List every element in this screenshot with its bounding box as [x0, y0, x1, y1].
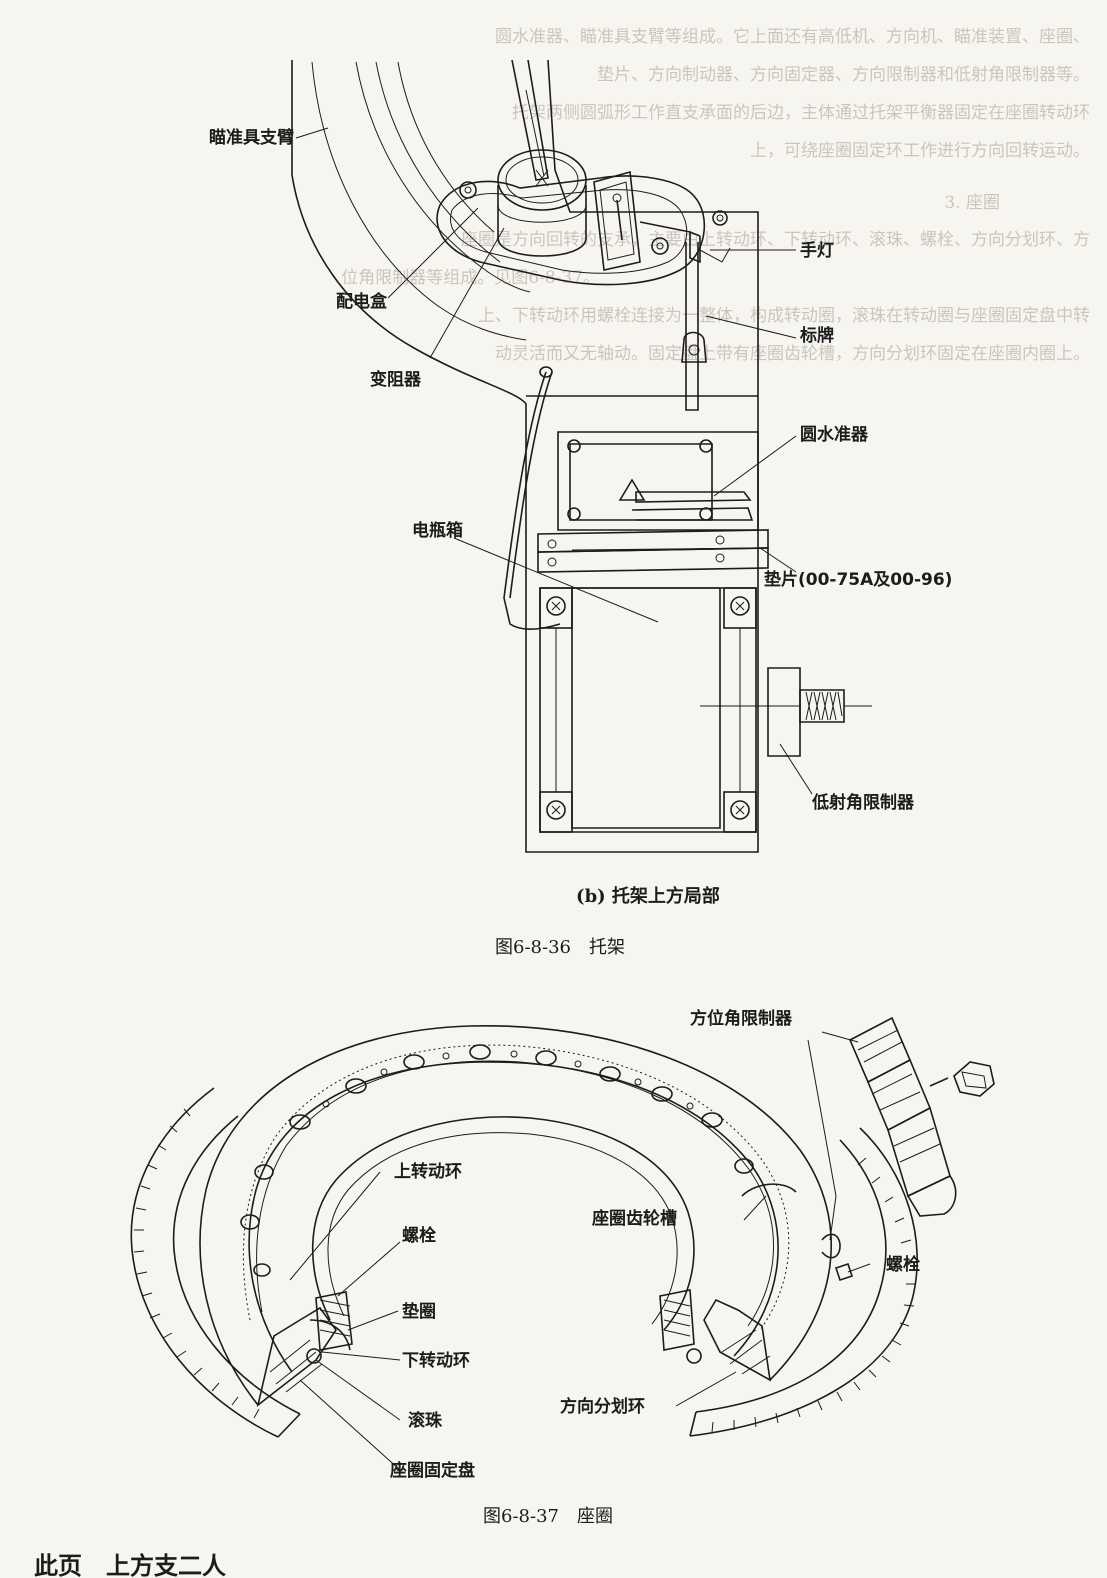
label-ball: 滚珠: [408, 1410, 443, 1431]
bleed-through-text: 圆水准器、瞄准具支臂等组成。它上面还有高低机、方向机、瞄准装置、座圈、 垫片、方…: [341, 27, 1090, 364]
label-low-angle-limiter: 低射角限制器: [811, 792, 915, 813]
figure-37-leaders: [289, 1031, 871, 1471]
scale-ticks-left: [133, 1108, 260, 1419]
label-nameplate: 标牌: [800, 325, 834, 346]
rheostat-drum: [497, 149, 587, 257]
label-race-fixed-plate: 座圈固定盘: [390, 1460, 475, 1481]
label-lower-ring: 下转动环: [402, 1350, 470, 1371]
right-section-cut: [659, 1289, 772, 1382]
label-rheostat: 变阻器: [370, 369, 422, 390]
figure-37-drawing: [130, 1016, 995, 1438]
label-race-gear-slot: 座圈齿轮槽: [592, 1208, 677, 1229]
label-junction-box: 配电盒: [336, 291, 388, 312]
label-support-arm: 瞄准具支臂: [209, 127, 294, 148]
bleed-line-4: 上，可绕座圈固定环工作进行方向回转运动。: [750, 141, 1090, 161]
figure-36-leaders: [295, 127, 813, 795]
figure-36-labels: 瞄准具支臂 手灯 配电盒 标牌 变阻器 圆水准器 电瓶箱 垫片(00-75A及0…: [209, 127, 952, 813]
shim-strip: [537, 529, 769, 573]
label-washer: 垫圈: [402, 1301, 436, 1322]
direction-scale-ring: [130, 1087, 279, 1438]
race-gear-slot: [741, 1183, 797, 1197]
hand-lamp: [639, 221, 731, 411]
bleed-line-9: 动灵活而又无轴动。固定盘上带有座圈齿轮槽，方向分划环固定在座圈内圈上。: [495, 344, 1090, 364]
label-circular-level: 圆水准器: [800, 424, 869, 445]
junction-box-plate: [436, 175, 706, 286]
azimuth-limiter: [821, 1016, 995, 1282]
figure-36-subcaption: (b) 托架上方局部: [576, 885, 720, 907]
bleed-line-3: 托架两侧圆弧形工作直支承面的后边，主体通过托架平衡器固定在座圈转动环: [512, 103, 1090, 123]
figure-37-labels: 方位角限制器 上转动环 螺栓 座圈齿轮槽 螺栓 垫圈 下转动环 滚珠 方向分划环…: [390, 1008, 920, 1481]
label-shim: 垫片(00-75A及00-96): [764, 569, 952, 590]
circular-level: [618, 478, 754, 521]
label-direction-scale-ring: 方向分划环: [560, 1396, 645, 1417]
figure-36-drawing: [291, 59, 872, 853]
upper-rotating-ring: [199, 1024, 833, 1406]
next-section-heading-fragment: 此页 上方支二人: [34, 1551, 226, 1578]
label-bolt-right: 螺栓: [886, 1254, 920, 1275]
label-bolt-left: 螺栓: [402, 1225, 436, 1246]
label-azimuth-limiter: 方位角限制器: [690, 1008, 793, 1029]
bleed-line-7: 位角限制器等组成。见图6-8-37。: [341, 268, 600, 288]
scale-ticks-right: [711, 1157, 916, 1433]
bleed-line-2: 垫片、方向制动器、方向固定器、方向限制器和低射角限制器等。: [597, 65, 1090, 85]
nameplate: [557, 431, 759, 531]
battery-box: [539, 587, 757, 833]
bleed-line-8: 上、下转动环用螺栓连接为一整体，构成转动圈，滚珠在转动圈与座圈固定盘中转: [478, 306, 1090, 326]
label-battery-box: 电瓶箱: [412, 520, 463, 541]
ring-bolt-holes: [240, 1044, 754, 1277]
figure-37-caption: 图6-8-37 座圈: [483, 1506, 613, 1527]
label-upper-ring: 上转动环: [394, 1161, 462, 1182]
sight-bracket-arm: [291, 59, 759, 853]
gear-teeth: [242, 1044, 790, 1331]
bleed-line-5: 3. 座圈: [944, 193, 1000, 213]
left-section-cut: [256, 1291, 353, 1408]
low-angle-limiter: [700, 667, 872, 757]
figure-36-caption: 图6-8-36 托架: [495, 937, 625, 958]
bleed-line-1: 圆水准器、瞄准具支臂等组成。它上面还有高低机、方向机、瞄准装置、座圈、: [495, 27, 1090, 47]
switch-plate: [593, 170, 641, 271]
bleed-line-6: 座圈是方向回转的支承，主要由上转动环、下转动环、滚珠、螺栓、方向分划环、方: [461, 230, 1090, 250]
label-hand-lamp: 手灯: [800, 240, 834, 261]
